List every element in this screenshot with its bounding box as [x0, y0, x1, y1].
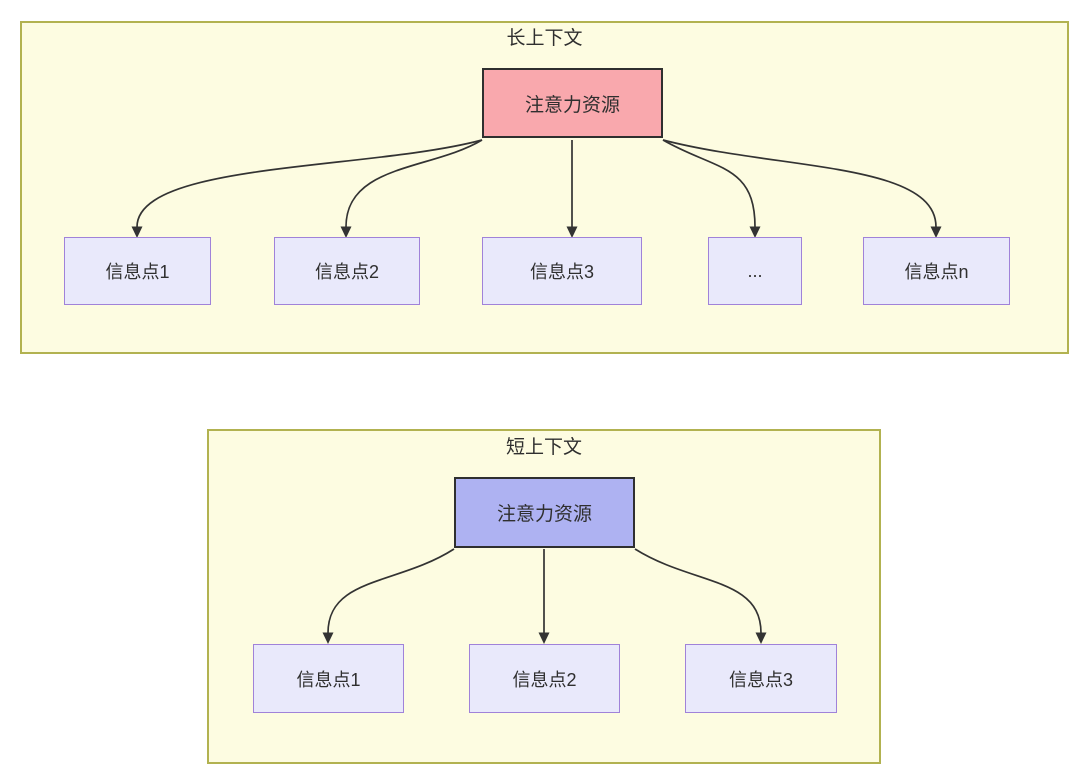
short-context-title: 短上下文 [505, 437, 582, 458]
short-attention-resource-box: 注意力资源 [454, 477, 635, 548]
long-attention-resource-box: 注意力资源 [482, 68, 663, 138]
short-info-node-2: 信息点2 [469, 644, 620, 713]
long-info-node-3: 信息点3 [482, 237, 642, 305]
long-info-node-1: 信息点1 [64, 237, 211, 305]
long-info-node-n: 信息点n [863, 237, 1010, 305]
short-info-node-1: 信息点1 [253, 644, 404, 713]
short-info-node-3: 信息点3 [685, 644, 837, 713]
long-info-node-2: 信息点2 [274, 237, 420, 305]
long-context-title: 长上下文 [506, 28, 583, 49]
long-info-node-ellipsis: ... [708, 237, 802, 305]
